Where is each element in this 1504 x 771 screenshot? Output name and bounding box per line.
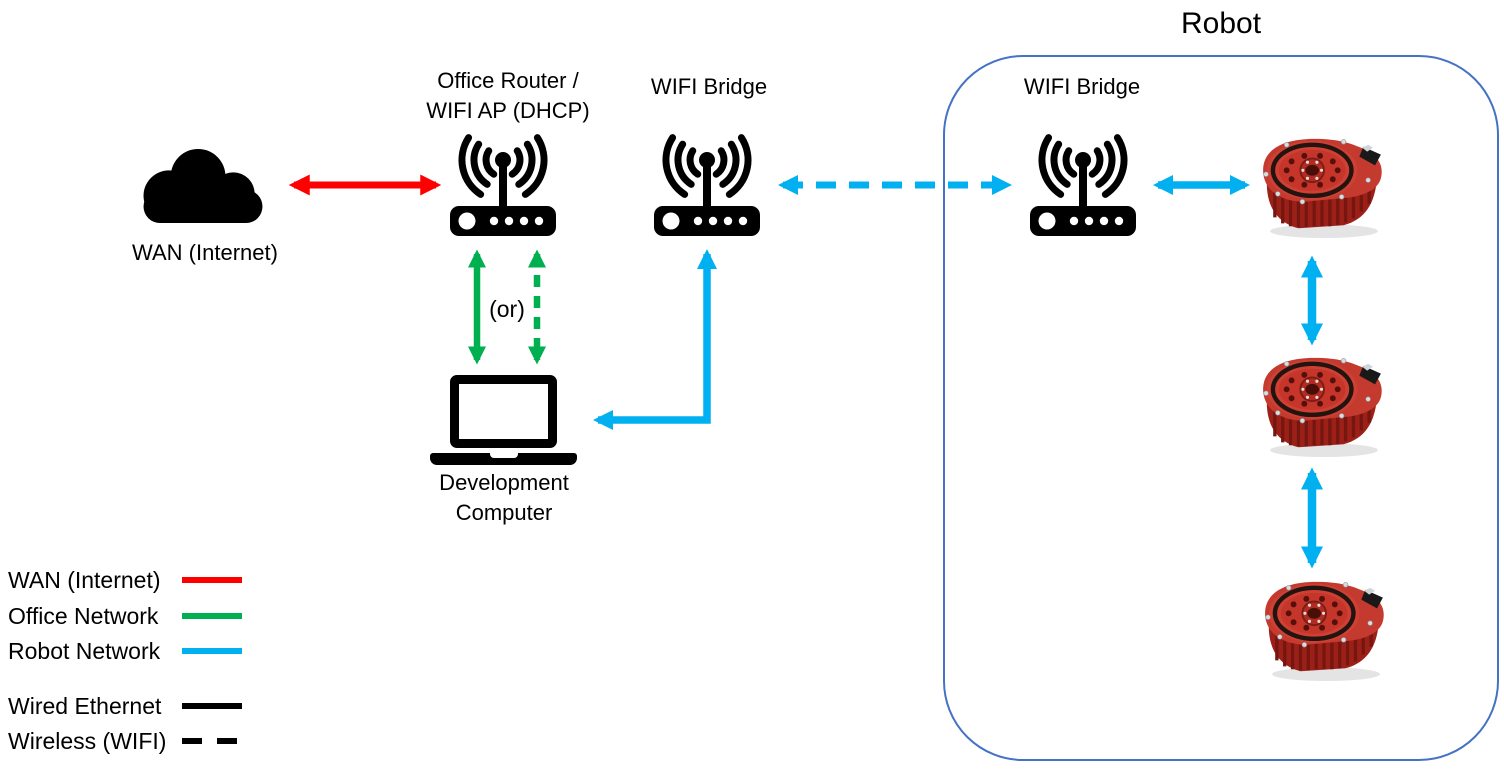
actuator-2-image xyxy=(1253,352,1391,460)
wan-label: WAN (Internet) xyxy=(132,240,278,265)
legend-line-wireless xyxy=(182,738,242,744)
legend-item-wireless: Wireless (WIFI) xyxy=(0,726,300,756)
legend-line-robot xyxy=(182,648,242,654)
legend-item-office: Office Network xyxy=(0,601,300,631)
office-router-label-line1: Office Router / xyxy=(437,68,579,93)
wifi-bridge-office-label: WIFI Bridge xyxy=(650,74,768,99)
legend-label: Robot Network xyxy=(8,638,161,664)
legend-label: Wireless (WIFI) xyxy=(8,728,167,754)
office-router-label-line2: WIFI AP (DHCP) xyxy=(426,98,590,123)
legend-label: Office Network xyxy=(8,603,159,629)
legend-label: WAN (Internet) xyxy=(8,567,161,593)
legend-item-robot: Robot Network xyxy=(0,636,300,666)
actuator-1-image xyxy=(1253,133,1391,241)
laptop-notch xyxy=(489,453,518,458)
laptop-icon xyxy=(450,375,557,448)
legend-line-wan xyxy=(182,577,242,583)
wifi-router-icon xyxy=(448,126,558,238)
legend-line-wired xyxy=(182,703,242,709)
dev-computer-label-line2: Computer xyxy=(455,500,553,525)
wifi-bridge-office-icon xyxy=(652,126,762,238)
wifi-bridge-robot-label: WIFI Bridge xyxy=(1023,74,1141,99)
dev-computer-label: Development Computer xyxy=(439,468,569,528)
wifi-bridge-robot-icon xyxy=(1028,126,1138,238)
robot-group-title: Robot xyxy=(1180,7,1262,40)
actuator-3-image xyxy=(1255,576,1393,684)
laptop-base xyxy=(430,453,577,465)
office-router-label: Office Router / WIFI AP (DHCP) xyxy=(426,66,589,126)
robot-group-box xyxy=(943,55,1499,761)
arrow-devpc-to-bridge xyxy=(593,249,717,430)
legend-label: Wired Ethernet xyxy=(8,693,162,719)
dev-computer-label-line1: Development xyxy=(439,470,569,495)
or-label: (or) xyxy=(489,296,525,322)
cloud-icon xyxy=(138,147,268,225)
legend-line-office xyxy=(182,613,242,619)
legend-item-wired: Wired Ethernet xyxy=(0,691,300,721)
legend-item-wan: WAN (Internet) xyxy=(0,565,300,595)
